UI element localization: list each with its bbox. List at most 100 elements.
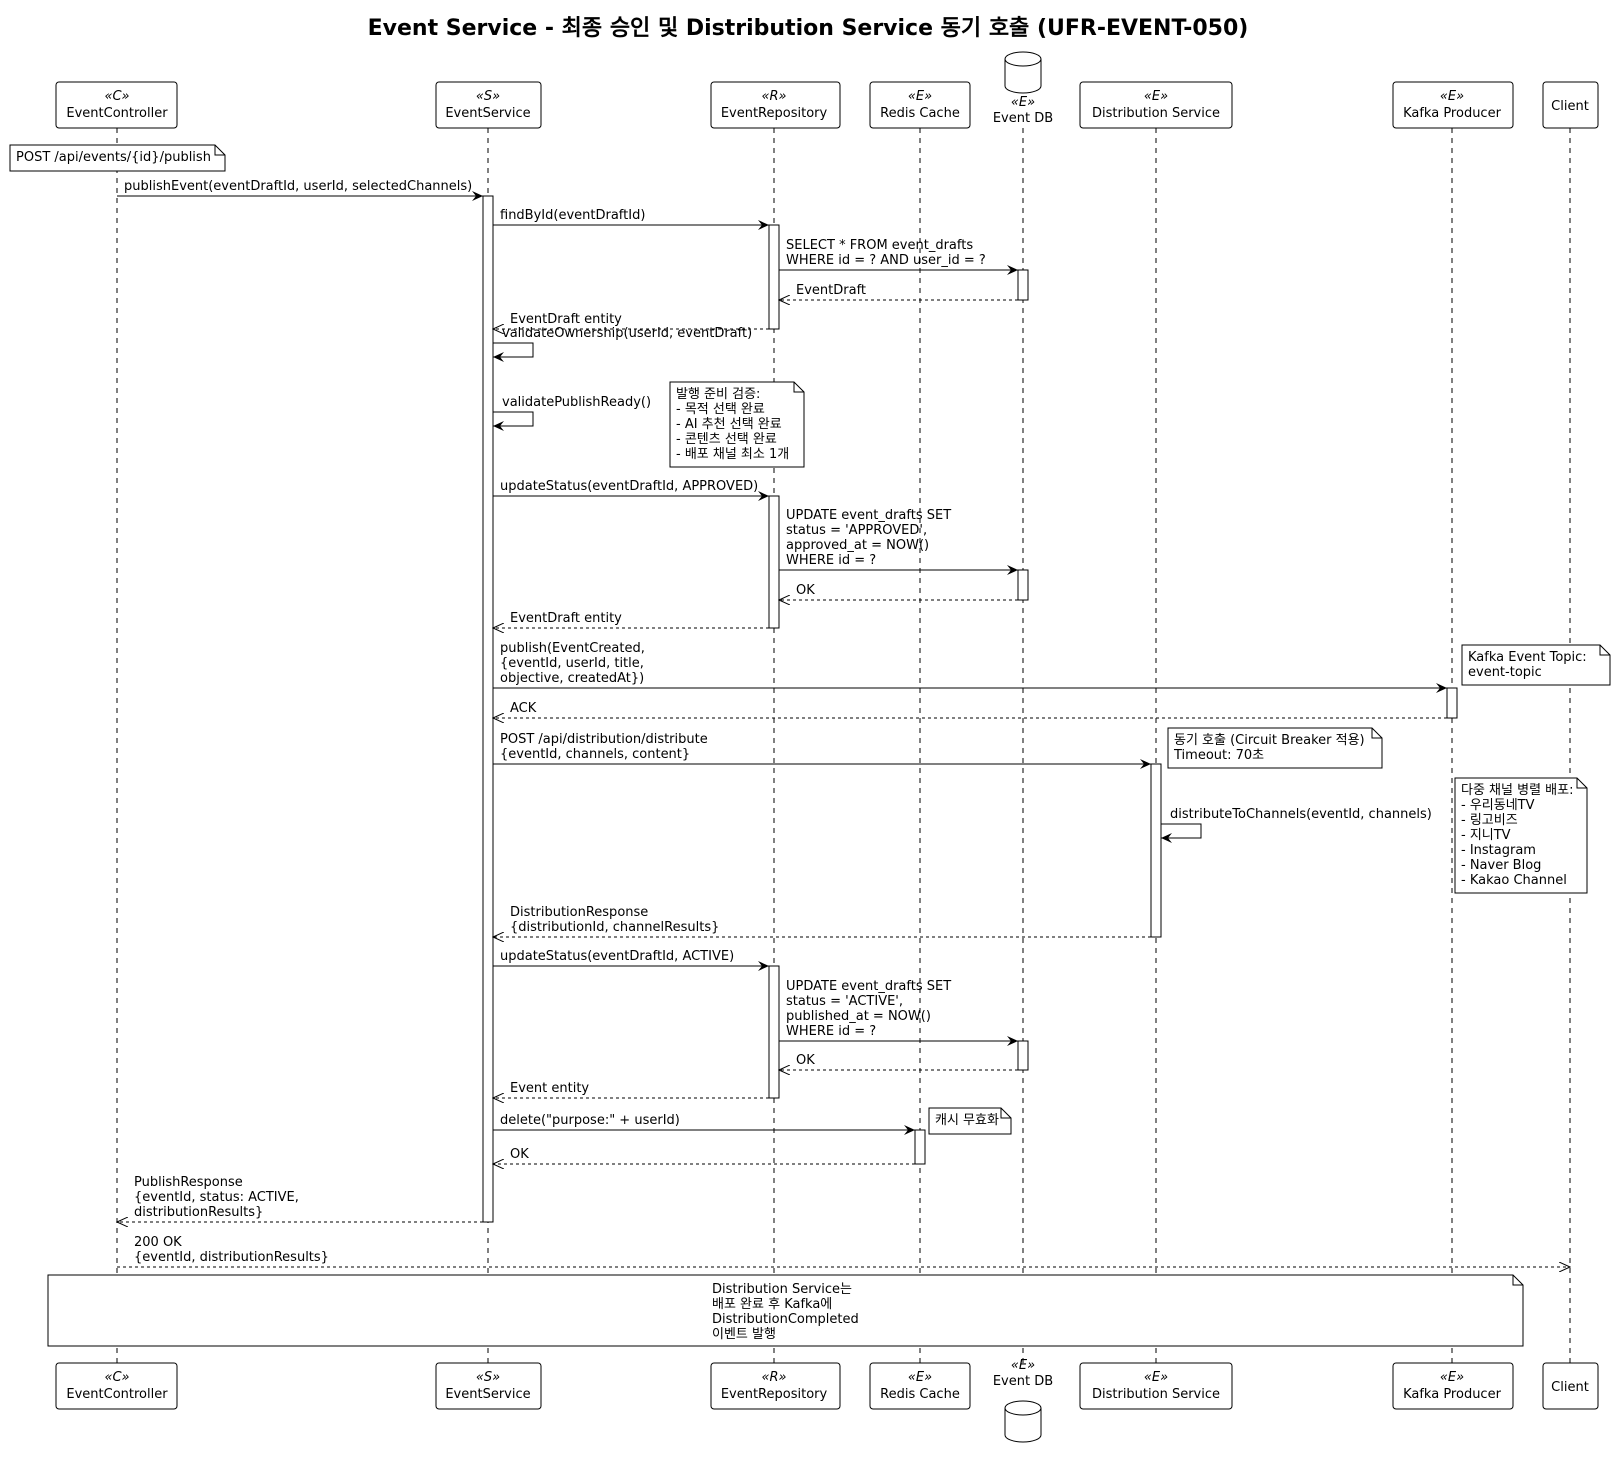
message-label: distributionResults} [134, 1205, 263, 1220]
participant-service-bottom: «S»EventService [435, 1362, 542, 1410]
note-text: Distribution Service는 [712, 1282, 852, 1297]
message-m11: EventDraft entity [493, 611, 769, 628]
note-fold [1371, 728, 1382, 739]
message-m2: findById(eventDraftId) [493, 208, 769, 230]
note-text: - 배포 채널 최소 1개 [676, 447, 789, 462]
note-text: Kafka Event Topic: [1468, 650, 1587, 665]
message-label: 200 OK [134, 1235, 182, 1250]
note-n1: POST /api/events/{id}/publish [9, 144, 226, 172]
diagram-title: Event Service - 최종 승인 및 Distribution Ser… [368, 16, 1249, 41]
note-n4: 동기 호출 (Circuit Breaker 적용)Timeout: 70초 [1167, 727, 1383, 769]
message-m23: PublishResponse{eventId, status: ACTIVE,… [117, 1175, 483, 1222]
participant-redis-bottom: «E»Redis Cache [869, 1362, 971, 1410]
note-text: DistributionCompleted [712, 1312, 859, 1327]
participant-stereotype: «E» [908, 89, 932, 104]
participant-box [55, 81, 178, 129]
note-n2: 발행 준비 검증:- 목적 선택 완료- AI 추천 선택 완료- 콘텐츠 선택… [669, 381, 805, 468]
participant-db-bottom: «E»Event DB [993, 1358, 1053, 1443]
participant-name: EventRepository [721, 106, 828, 121]
participant-stereotype: «E» [1440, 1370, 1464, 1385]
note-n5: 다중 채널 병렬 배포:- 우리동네TV- 링고비즈- 지니TV- Instag… [1454, 777, 1588, 894]
participant-name: Event DB [993, 111, 1053, 126]
note-box [1454, 777, 1588, 894]
participant-stereotype: «E» [1440, 89, 1464, 104]
message-m13: ACK [493, 701, 1447, 718]
message-label: updateStatus(eventDraftId, ACTIVE) [500, 949, 734, 964]
participant-name: Kafka Producer [1403, 1387, 1501, 1402]
activation-bars [482, 195, 1458, 1223]
message-label: {eventId, status: ACTIVE, [134, 1190, 299, 1205]
note-fold [793, 382, 804, 393]
participant-name: EventController [66, 106, 168, 121]
participant-kafka-bottom: «E» Kafka Producer [1392, 1362, 1514, 1410]
note-text: event-topic [1468, 665, 1542, 680]
participant-stereotype: «E» [1144, 89, 1168, 104]
note-fold [214, 145, 225, 156]
activation-bar-db [1017, 1040, 1029, 1071]
participant-name: EventService [445, 106, 530, 121]
note-fold [1576, 778, 1587, 789]
participant-box [1079, 1362, 1233, 1410]
participant-box [1392, 1362, 1514, 1410]
message-label: Event entity [510, 1081, 589, 1096]
message-label: objective, createdAt}) [500, 671, 644, 686]
message-m10: OK [779, 583, 1018, 600]
participant-stereotype: «E» [1011, 1358, 1035, 1373]
activation-bar-kafka [1446, 687, 1458, 719]
participant-name: Redis Cache [880, 106, 960, 121]
message-m21: delete("purpose:" + userId) [493, 1113, 915, 1135]
message-label: publishEvent(eventDraftId, userId, selec… [124, 179, 472, 194]
message-label: WHERE id = ? [786, 1024, 876, 1039]
participant-name: Distribution Service [1092, 1387, 1220, 1402]
participant-service: «S»EventService [435, 81, 542, 129]
message-label: findById(eventDraftId) [500, 208, 645, 223]
participant-box [1392, 81, 1514, 129]
messages: publishEvent(eventDraftId, userId, selec… [117, 179, 1570, 1267]
note-text: - Kakao Channel [1461, 873, 1567, 888]
message-label: ACK [510, 701, 537, 716]
message-m19: OK [779, 1053, 1018, 1070]
message-m22: OK [493, 1147, 915, 1164]
note-text: 캐시 무효화 [935, 1113, 999, 1128]
note-n6: 캐시 무효화 [928, 1107, 1012, 1135]
message-label: WHERE id = ? [786, 553, 876, 568]
message-label: status = 'APPROVED', [786, 523, 927, 538]
database-icon [1004, 51, 1042, 94]
note-text: POST /api/events/{id}/publish [16, 150, 211, 165]
message-label: distributeToChannels(eventId, channels) [1170, 807, 1432, 822]
self-message-arrow [493, 342, 534, 362]
note-text: - 우리동네TV [1461, 798, 1535, 813]
note-text: 배포 완료 후 Kafka에 [712, 1297, 832, 1312]
message-label: {eventId, userId, title, [500, 656, 644, 671]
note-n3: Kafka Event Topic:event-topic [1461, 644, 1611, 686]
participant-box [1542, 1362, 1599, 1410]
message-m24: 200 OK{eventId, distributionResults} [117, 1235, 1570, 1267]
participant-box [710, 81, 841, 129]
activation-bar-redis [914, 1129, 926, 1165]
activation-bar-repository [768, 495, 780, 629]
message-label: approved_at = NOW() [786, 538, 929, 553]
participant-db: «E»Event DB [993, 51, 1053, 126]
message-label: updateStatus(eventDraftId, APPROVED) [500, 479, 758, 494]
note-text: 발행 준비 검증: [676, 386, 760, 402]
note-fold [1599, 645, 1610, 656]
message-m15: distributeToChannels(eventId, channels) [1161, 807, 1432, 843]
message-m17: updateStatus(eventDraftId, ACTIVE) [493, 949, 769, 971]
message-label: EventDraft entity [510, 312, 622, 327]
note-box [1461, 644, 1611, 686]
message-m20: Event entity [493, 1081, 769, 1098]
message-label: PublishResponse [134, 1175, 243, 1190]
message-label: SELECT * FROM event_drafts [786, 238, 973, 253]
message-m1: publishEvent(eventDraftId, userId, selec… [117, 179, 483, 201]
participant-distribution-bottom: «E»Distribution Service [1079, 1362, 1233, 1410]
participant-name: Event DB [993, 1374, 1053, 1389]
participant-controller-bottom: «C» EventController [55, 1362, 178, 1410]
participant-name: Client [1551, 1380, 1589, 1395]
participant-box [1079, 81, 1233, 129]
activation-bar-repository [768, 224, 780, 330]
participant-stereotype: «C» [104, 1370, 129, 1385]
participant-name: EventController [66, 1387, 168, 1402]
self-message-arrow [1161, 823, 1202, 843]
